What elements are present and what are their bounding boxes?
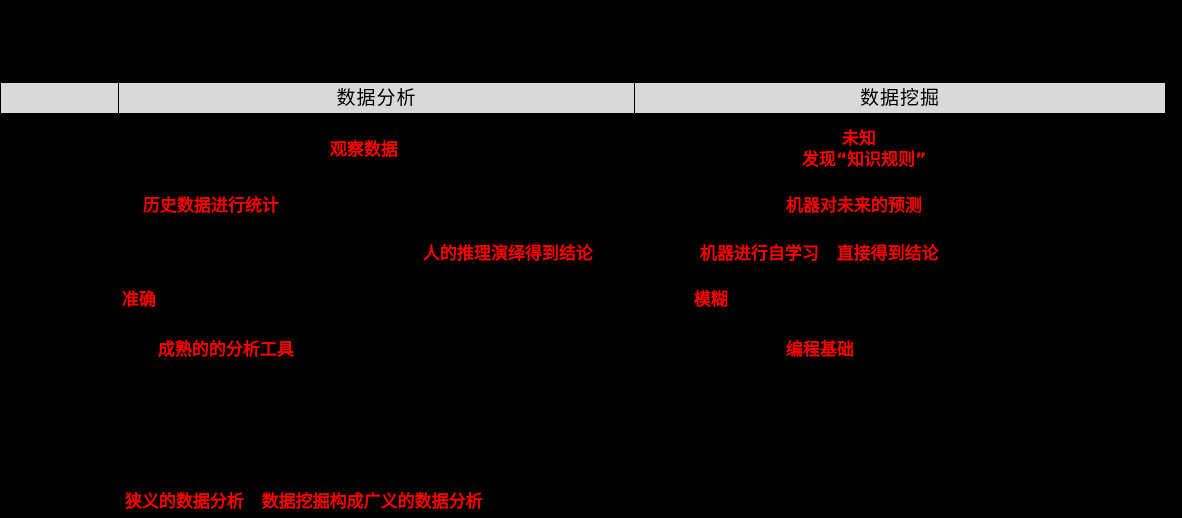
note-mature-analysis-tools: 成熟的的分析工具 — [158, 340, 294, 360]
note-machine-future-prediction: 机器对未来的预测 — [786, 196, 922, 216]
note-human-reasoning-conclusion: 人的推理演绎得到结论 — [423, 244, 593, 264]
table-header-row: 数据分析 数据挖掘 — [0, 82, 1166, 114]
table-header-blank-cell — [0, 82, 119, 114]
note-fuzzy: 模糊 — [694, 290, 728, 310]
comparison-table: 数据分析 数据挖掘 — [0, 82, 1166, 114]
note-machine-self-learning-conclusion: 机器进行自学习 直接得到结论 — [700, 244, 939, 264]
note-accurate: 准确 — [122, 290, 156, 310]
note-discover-knowledge-rules: 发现“知识规则” — [802, 150, 927, 170]
note-summary: 狭义的数据分析 数据挖掘构成广义的数据分析 — [125, 492, 483, 512]
note-programming-basics: 编程基础 — [786, 340, 854, 360]
note-observe-data: 观察数据 — [330, 140, 398, 160]
note-historical-statistics: 历史数据进行统计 — [143, 196, 279, 216]
table-header-data-analysis: 数据分析 — [118, 82, 635, 114]
table-header-data-mining: 数据挖掘 — [634, 82, 1166, 114]
note-unknown: 未知 — [842, 129, 876, 149]
